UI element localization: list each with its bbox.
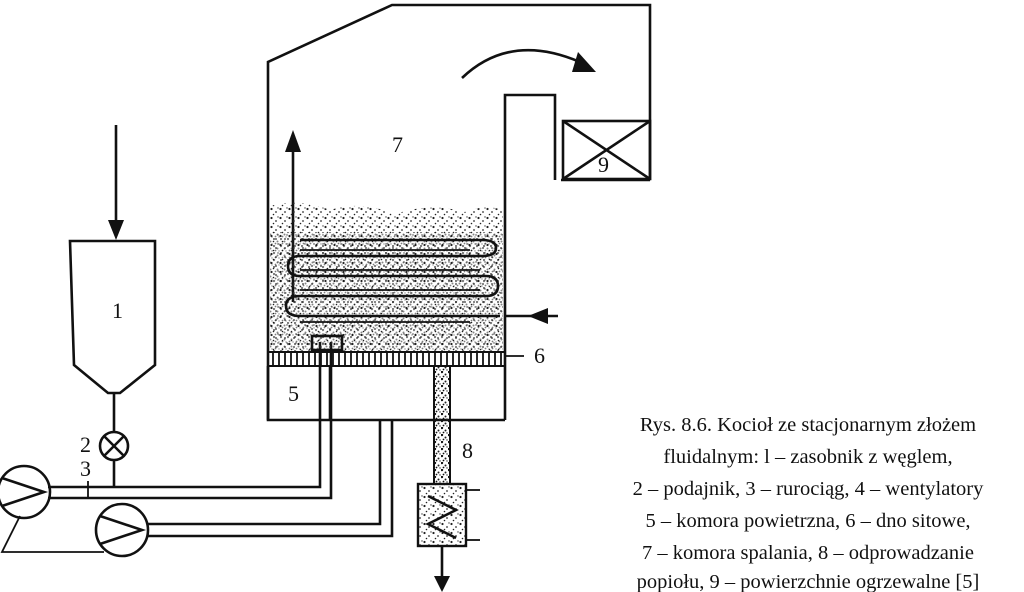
label-6: 6 (534, 343, 545, 368)
coal-inlet-arrow (108, 125, 124, 240)
figure-caption: Rys. 8.6. Kocioł ze stacjonarnym złożem … (633, 414, 984, 592)
label-3: 3 (80, 456, 91, 481)
label-7: 7 (392, 132, 403, 157)
fan-2 (94, 420, 394, 558)
caption-line-5: 7 – komora spalania, 8 – odprowadzanie (642, 542, 974, 564)
caption-line-1: Rys. 8.6. Kocioł ze stacjonarnym złożem (640, 414, 976, 436)
water-inlet-arrow (505, 308, 558, 324)
label-2: 2 (80, 432, 91, 457)
caption-line-4: 5 – komora powietrzna, 6 – dno sitowe, (645, 510, 970, 532)
fluidized-bed (270, 202, 503, 352)
immersed-tube-bundle (284, 238, 500, 323)
distributor-plate (267, 351, 524, 367)
feeder-valve (98, 393, 130, 487)
caption-line-3: 2 – podajnik, 3 – rurociąg, 4 – wentylat… (633, 478, 984, 500)
air-distributor (310, 334, 344, 352)
flue-gas-arrow (461, 48, 596, 79)
ash-discharge (416, 365, 480, 592)
heating-surfaces (561, 119, 652, 181)
fan-1 (0, 464, 104, 553)
label-5: 5 (288, 381, 299, 406)
caption-line-2: fluidalnym: l – zasobnik z węglem, (663, 446, 952, 468)
coal-hopper (68, 239, 157, 395)
label-9: 9 (598, 152, 609, 177)
air-plenum (266, 366, 505, 422)
label-1: 1 (112, 298, 123, 323)
caption-line-6: popiołu, 9 – powierzchnie ogrzewalne [5] (637, 571, 980, 592)
label-8: 8 (462, 438, 473, 463)
